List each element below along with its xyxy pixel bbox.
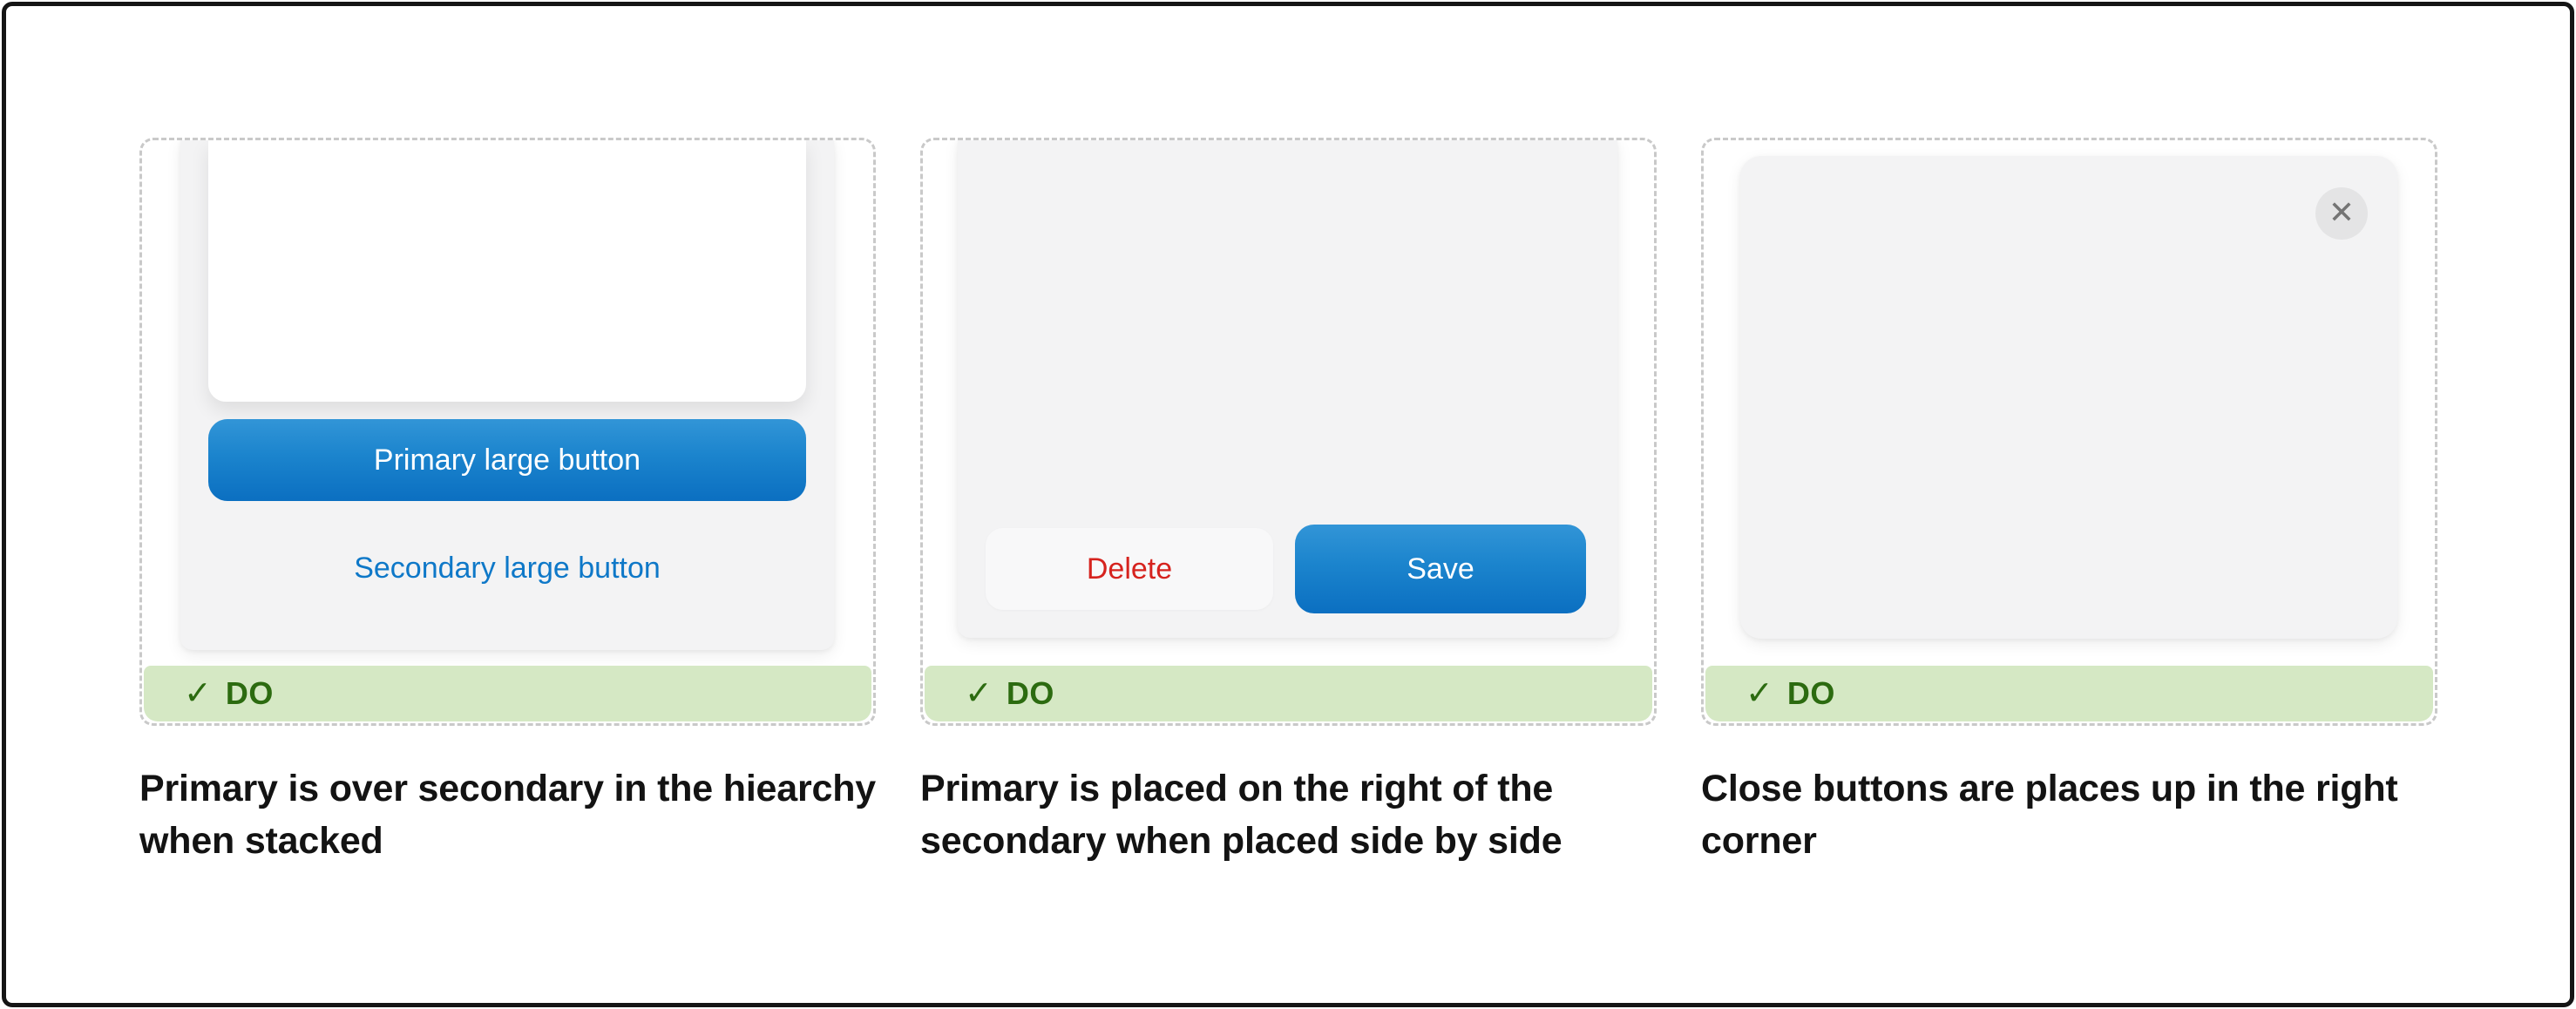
- save-button[interactable]: Save: [1295, 525, 1586, 613]
- demo-area-close-corner: ✕ ✓ DO: [1701, 138, 2437, 726]
- do-label: DO: [1786, 675, 1835, 711]
- mock-modal-card: ✕: [1740, 156, 2397, 639]
- save-button-label: Save: [1407, 552, 1474, 586]
- do-status-bar: ✓ DO: [144, 666, 871, 721]
- mock-modal-card: Primary large button Secondary large but…: [180, 140, 834, 650]
- panel-close-button-corner: ✕ ✓ DO Close buttons are places up in th…: [1701, 138, 2437, 867]
- secondary-large-button-label: Secondary large button: [354, 551, 661, 585]
- primary-large-button-label: Primary large button: [373, 443, 641, 477]
- panel-caption: Primary is over secondary in the hiearch…: [139, 768, 877, 862]
- primary-large-button[interactable]: Primary large button: [208, 419, 806, 501]
- check-icon: ✓: [965, 675, 993, 712]
- do-label: DO: [1006, 675, 1054, 711]
- mock-content-sheet: [208, 140, 806, 402]
- do-status-bar: ✓ DO: [1705, 666, 2433, 721]
- mock-modal-card: Delete Save: [958, 140, 1617, 638]
- do-status-bar: ✓ DO: [925, 666, 1652, 721]
- check-icon: ✓: [1746, 675, 1773, 712]
- secondary-large-button[interactable]: Secondary large button: [180, 546, 834, 590]
- demo-area-side-by-side: Delete Save ✓ DO: [920, 138, 1657, 726]
- panel-stacked-buttons: Primary large button Secondary large but…: [139, 138, 876, 867]
- demo-area-stacked: Primary large button Secondary large but…: [139, 138, 876, 726]
- panel-caption: Primary is placed on the right of the se…: [920, 768, 1563, 862]
- delete-button[interactable]: Delete: [986, 528, 1273, 610]
- do-label: DO: [225, 675, 274, 711]
- examples-row: Primary large button Secondary large but…: [139, 138, 2437, 867]
- panel-caption: Close buttons are places up in the right…: [1701, 768, 2398, 862]
- close-button[interactable]: ✕: [2315, 187, 2368, 240]
- delete-button-label: Delete: [1086, 552, 1173, 586]
- close-icon: ✕: [2328, 194, 2356, 230]
- check-icon: ✓: [184, 675, 212, 712]
- panel-side-by-side-buttons: Delete Save ✓ DO Primary is placed on th…: [920, 138, 1657, 867]
